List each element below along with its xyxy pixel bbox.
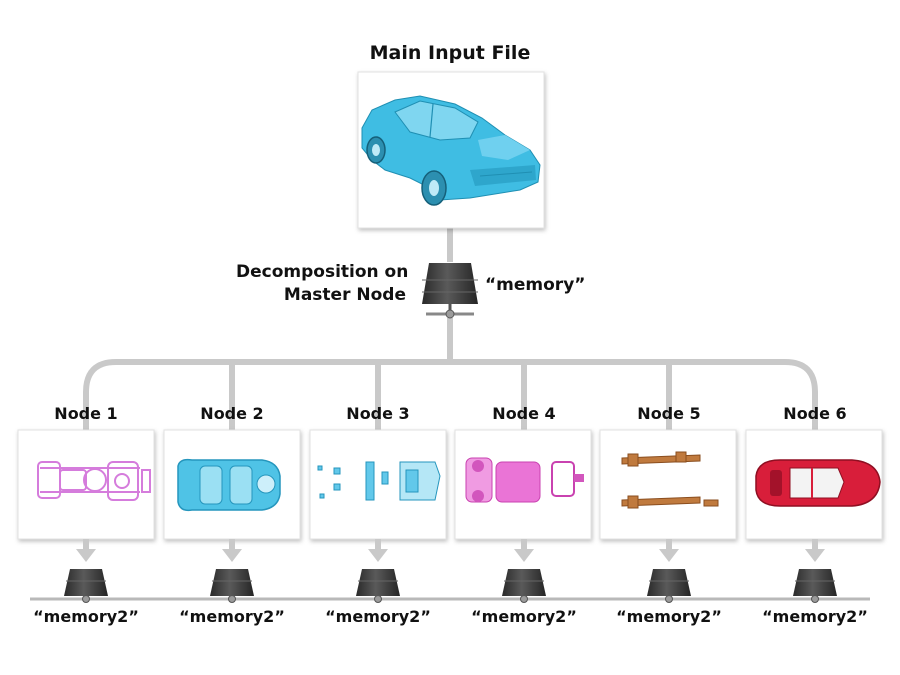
master-node-label: Decomposition on Master Node xyxy=(236,261,409,307)
master-server-icon xyxy=(422,263,478,319)
node-5-memory-label: “memory2” xyxy=(616,607,722,626)
node-1-partition-image xyxy=(37,461,151,501)
node-4-label: Node 4 xyxy=(492,404,556,423)
node-3-memory-label: “memory2” xyxy=(325,607,431,626)
node-2-panel xyxy=(163,429,301,540)
arrow-node-2 xyxy=(222,539,242,562)
master-label-line-1: Decomposition on xyxy=(236,262,409,282)
node-arrows xyxy=(76,539,825,562)
main-input-panel xyxy=(357,71,545,229)
node-2-partition-image xyxy=(177,458,281,512)
arrow-node-1 xyxy=(76,539,96,562)
connectors xyxy=(30,228,870,601)
node-4-memory-label: “memory2” xyxy=(471,607,577,626)
arrow-node-6 xyxy=(805,539,825,562)
arrow-node-4 xyxy=(514,539,534,562)
node-3-server-icon xyxy=(356,569,400,603)
node-3-label: Node 3 xyxy=(346,404,410,423)
node-5-server-icon xyxy=(647,569,691,603)
node-panels xyxy=(17,429,883,540)
node-6-panel xyxy=(745,429,883,540)
arrow-node-3 xyxy=(368,539,388,562)
node-1-server-icon xyxy=(64,569,108,603)
distribution-bus xyxy=(83,359,818,430)
node-2-server-icon xyxy=(210,569,254,603)
master-memory-label: “memory” xyxy=(485,275,586,295)
node-2-label: Node 2 xyxy=(200,404,264,423)
node-1-panel xyxy=(17,429,155,540)
node-3-panel xyxy=(309,429,447,540)
node-1-label: Node 1 xyxy=(54,404,118,423)
node-6-memory-label: “memory2” xyxy=(762,607,868,626)
car-model-image xyxy=(361,95,541,206)
node-5-label: Node 5 xyxy=(637,404,701,423)
node-4-server-icon xyxy=(502,569,546,603)
node-2-memory-label: “memory2” xyxy=(179,607,285,626)
node-4-panel xyxy=(454,429,592,540)
master-label-line-2: Master Node xyxy=(283,285,406,305)
arrow-node-5 xyxy=(659,539,679,562)
node-5-panel xyxy=(599,429,737,540)
node-6-label: Node 6 xyxy=(783,404,847,423)
main-input-title: Main Input File xyxy=(369,42,531,64)
node-6-server-icon xyxy=(793,569,837,603)
node-6-partition-image xyxy=(755,459,881,507)
node-4-partition-image xyxy=(465,457,584,503)
node-servers xyxy=(64,569,837,603)
node-5-partition-image xyxy=(621,451,719,509)
node-1-memory-label: “memory2” xyxy=(33,607,139,626)
node-3-partition-image xyxy=(317,461,441,501)
